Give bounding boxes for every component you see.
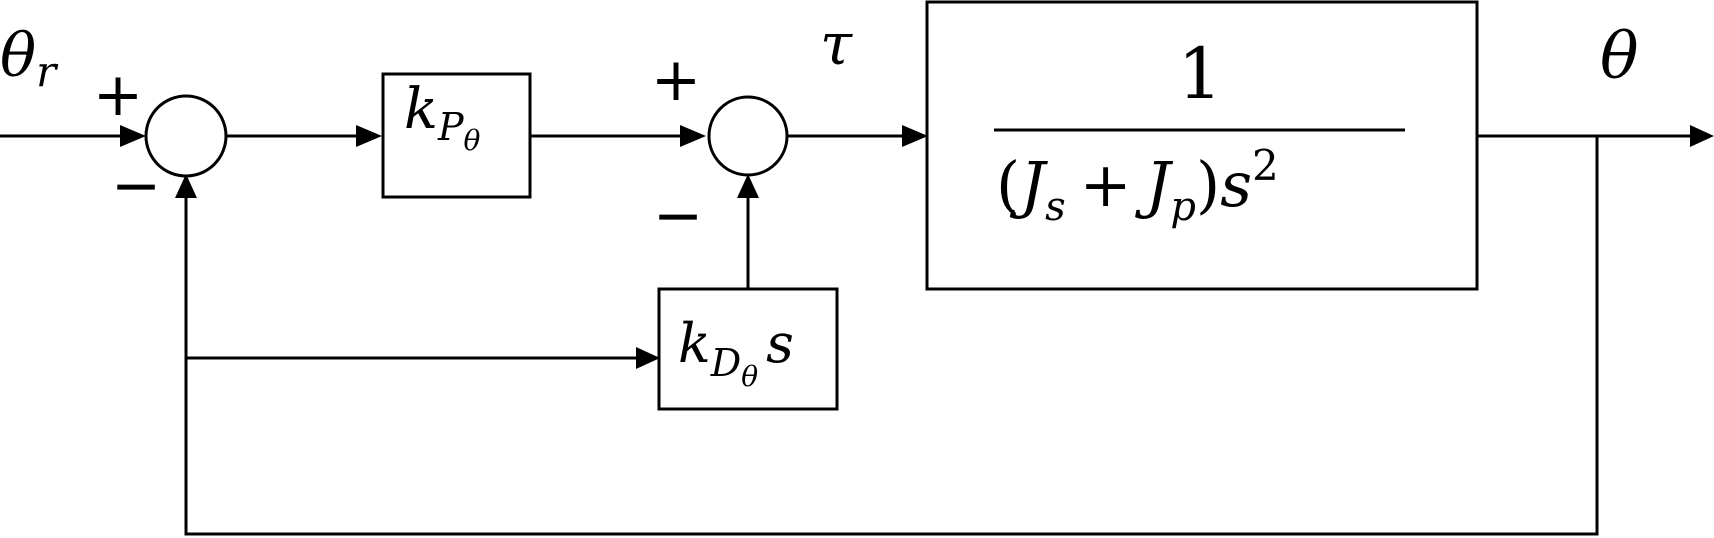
- inner-sum-input-arrowhead: [680, 125, 706, 147]
- outer-minus-sign: −: [111, 151, 161, 221]
- plant-numerator: 1: [1178, 33, 1223, 115]
- outer-plus-sign: +: [93, 60, 143, 130]
- inner-feedback-arrowhead: [737, 174, 759, 198]
- derivative-gain-label: kDθs: [678, 312, 794, 393]
- reference-signal-label: θr: [0, 21, 59, 96]
- kp-input-arrowhead: [356, 125, 382, 147]
- output-signal-label: θ: [1600, 20, 1639, 94]
- reference-input-arrowhead: [120, 125, 146, 147]
- proportional-gain-block: [381, 72, 532, 199]
- proportional-gain-label: kPθ: [404, 77, 481, 157]
- outer-feedback-path: [184, 136, 1599, 536]
- outer-summing-junction: [144, 94, 228, 178]
- output-arrowhead: [1690, 125, 1714, 147]
- plant-block: [925, 0, 1479, 291]
- outer-feedback-arrowhead: [175, 174, 197, 198]
- torque-label: τ: [820, 10, 853, 78]
- kd-input-arrowhead: [636, 347, 660, 369]
- inner-minus-sign: −: [653, 181, 703, 251]
- inner-summing-junction: [707, 95, 789, 177]
- inner-plus-sign: +: [651, 45, 701, 115]
- plant-input-arrowhead: [902, 125, 928, 147]
- derivative-gain-block: [657, 287, 839, 411]
- plant-denominator: (Js+Jp)s2: [996, 141, 1279, 230]
